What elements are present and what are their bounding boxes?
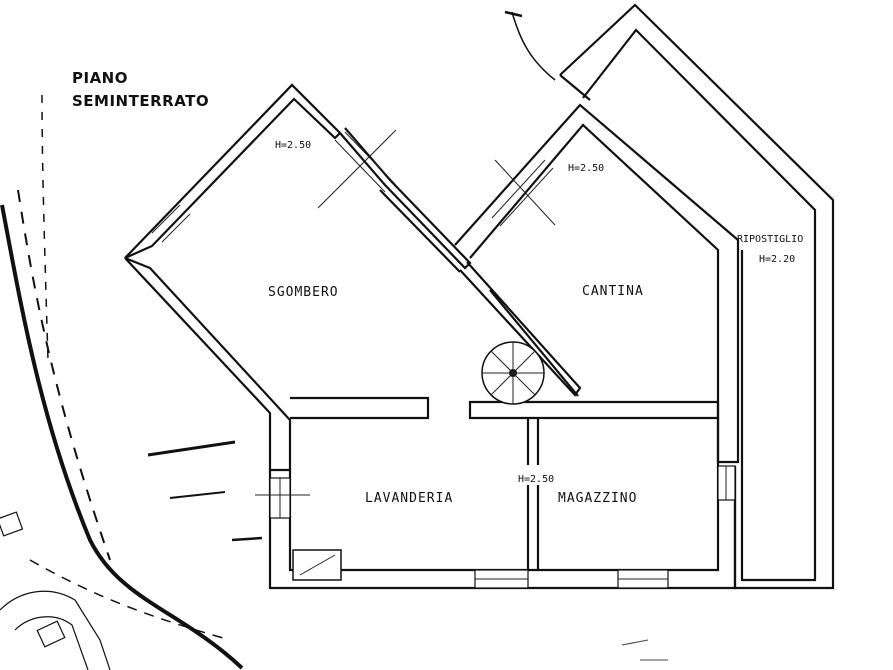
plan-title-line1: PIANO: [72, 69, 128, 87]
cantina-height: H=2.50: [568, 163, 604, 174]
bottom-windows: [474, 569, 669, 589]
sgombero-height: H=2.50: [275, 140, 311, 151]
sgombero-label: SGOMBERO: [268, 285, 339, 300]
spiral-staircase: [481, 341, 545, 405]
entrance-door-leaf: [504, 10, 523, 18]
site-boundary-thick: [0, 204, 244, 670]
stray-stroke-3: [231, 536, 263, 542]
sgombero-window-top: [317, 129, 397, 209]
magazzino-label: MAGAZZINO: [558, 491, 637, 506]
site-boundary-dashed-3: [29, 559, 231, 641]
lavanderia-label: LAVANDERIA: [365, 491, 453, 506]
stray-mark-bottom-right: [621, 639, 668, 661]
lavanderia-window-left: [255, 477, 310, 519]
cantina-walls: [454, 103, 740, 464]
entrance-door-swing: [511, 11, 556, 81]
sgombero-window-left: [151, 204, 191, 243]
site-boundary-dashed-1: [17, 189, 111, 561]
cantina-window: [491, 159, 556, 227]
neighbor-building-outline: [0, 511, 111, 670]
stray-stroke-2: [169, 491, 226, 499]
magazzino-window-right: [717, 465, 736, 501]
plan-title-line2: SEMINTERRATO: [72, 92, 209, 110]
ripostiglio-label: RIPOSTIGLIO: [737, 234, 803, 245]
ripostiglio-height: H=2.20: [759, 254, 795, 265]
site-boundary-dashed-2: [41, 94, 49, 361]
laundry-sink: [292, 549, 342, 581]
cantina-label: CANTINA: [582, 284, 644, 299]
lavanderia-height: H=2.50: [518, 474, 554, 485]
stray-stroke-1: [147, 440, 236, 457]
